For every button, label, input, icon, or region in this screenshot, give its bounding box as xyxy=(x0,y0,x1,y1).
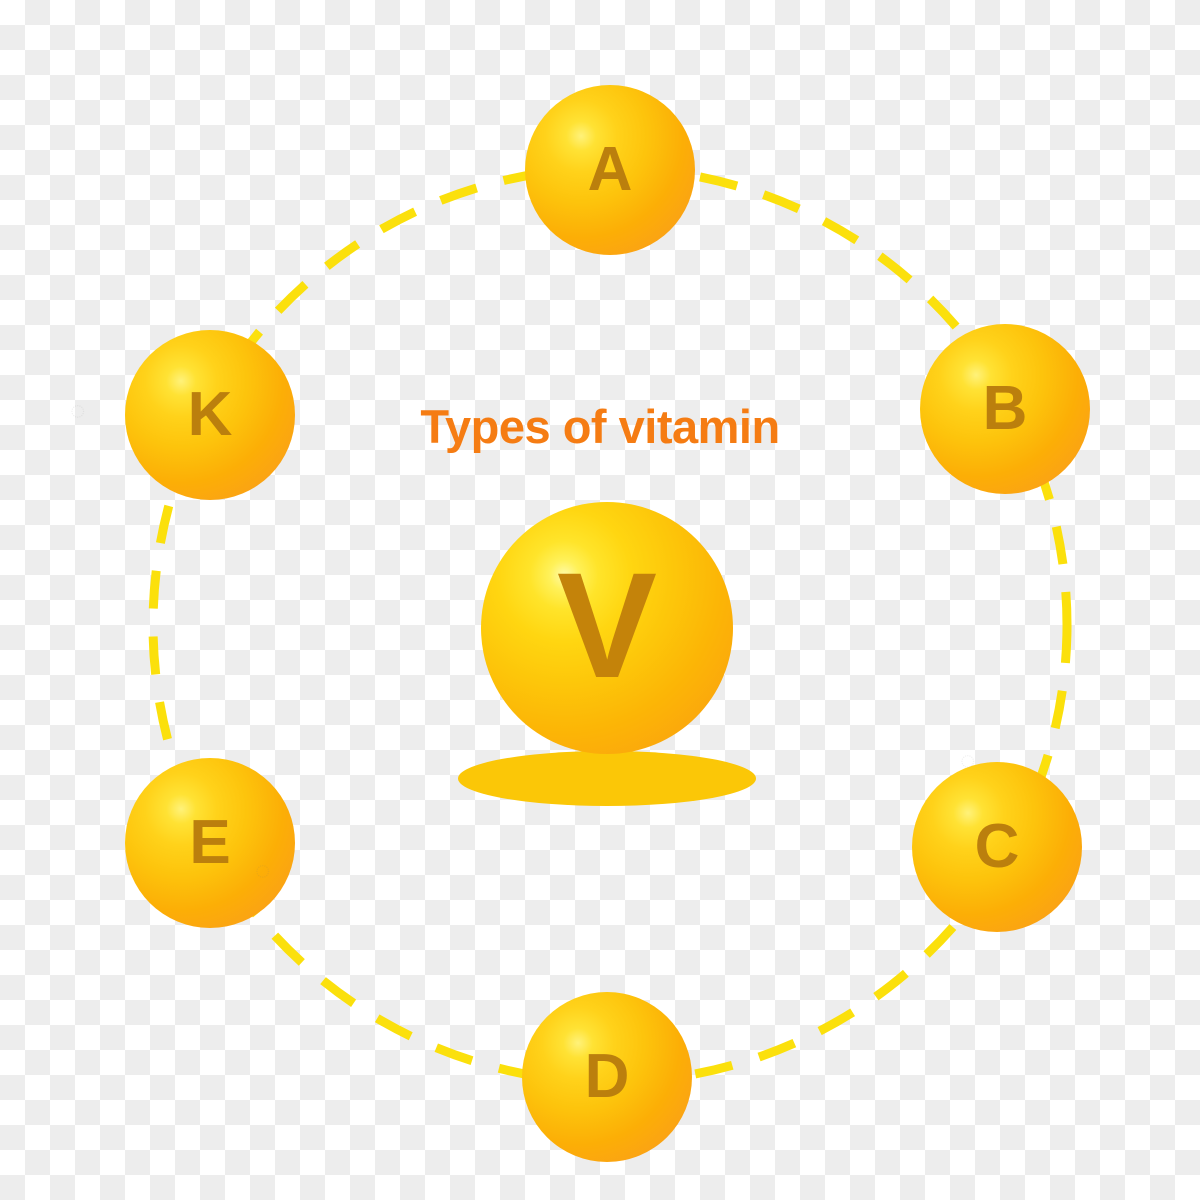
vitamin-node-e[interactable]: E xyxy=(125,758,295,928)
vitamin-node-d-label: D xyxy=(584,1042,630,1111)
vitamin-node-c[interactable]: C xyxy=(912,762,1082,932)
vitamin-node-d[interactable]: D xyxy=(522,992,692,1162)
center-sphere-base-ellipse xyxy=(458,751,756,806)
page-title: Types of vitamin xyxy=(420,400,780,453)
vitamin-node-k[interactable]: K xyxy=(125,330,295,500)
vitamin-node-b[interactable]: B xyxy=(920,324,1090,494)
vitamin-node-e-label: E xyxy=(189,808,231,877)
vitamin-node-center-label: V xyxy=(556,541,658,709)
vitamin-node-a[interactable]: A xyxy=(525,85,695,255)
vitamin-node-b-label: B xyxy=(982,374,1028,443)
vitamin-node-center[interactable]: V xyxy=(481,502,733,754)
vitamin-node-a-label: A xyxy=(587,135,633,204)
vitamin-node-k-label: K xyxy=(187,380,233,449)
vitamin-node-c-label: C xyxy=(974,812,1020,881)
